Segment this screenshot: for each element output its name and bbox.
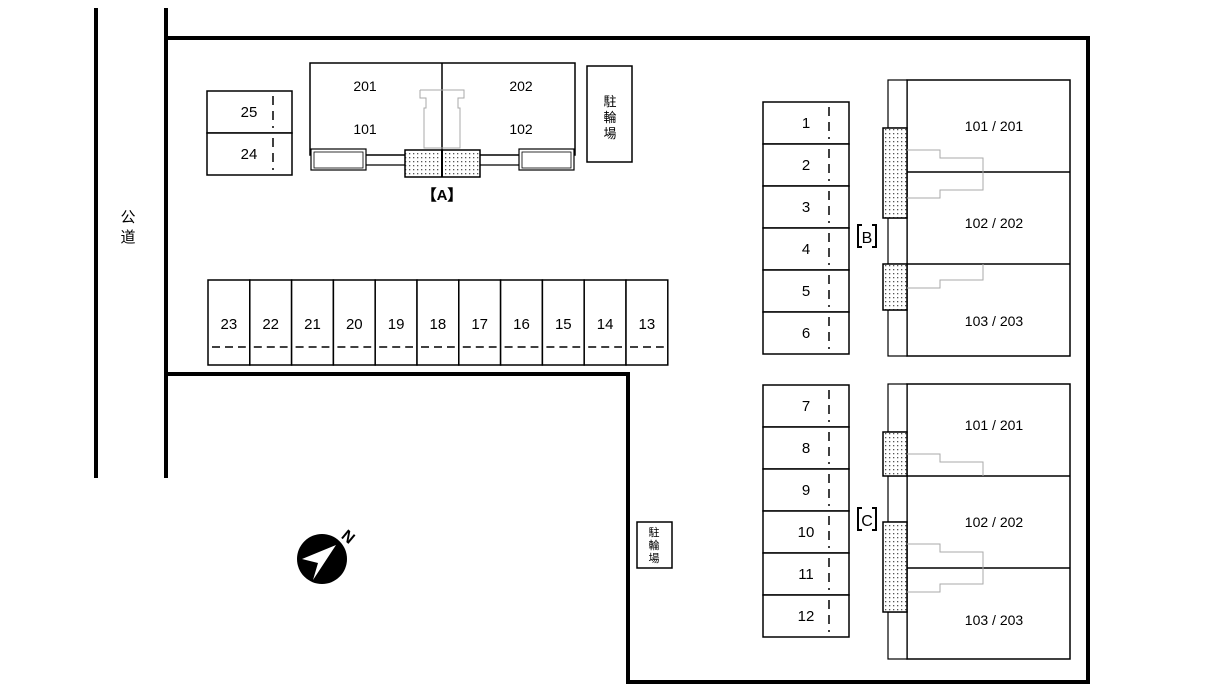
bicycle-parking-bottom: 駐輪場 bbox=[636, 521, 673, 569]
parking-space: 20 bbox=[332, 279, 376, 366]
parking-space: 18 bbox=[416, 279, 460, 366]
parking-space-number: 17 bbox=[471, 316, 488, 333]
parking-space: 14 bbox=[583, 279, 627, 366]
unit-label: 101 / 201 bbox=[965, 118, 1024, 134]
balcony bbox=[310, 148, 367, 171]
building-b-label: B bbox=[862, 230, 873, 247]
parking-bottom-row: 23 22 21 20 19 18 17 16 15 14 13 bbox=[207, 279, 669, 366]
parking-space: 5 bbox=[762, 269, 850, 313]
parking-space: 6 bbox=[762, 311, 850, 355]
north-arrow-icon: N bbox=[297, 527, 358, 584]
parking-space-number: 14 bbox=[597, 316, 614, 333]
svg-text:駐輪場: 駐輪場 bbox=[649, 525, 660, 565]
parking-space-number: 13 bbox=[639, 316, 656, 333]
parking-space: 1 bbox=[762, 101, 850, 145]
entrance bbox=[882, 263, 908, 311]
unit-label: 103 / 203 bbox=[965, 313, 1024, 329]
parking-space: 4 bbox=[762, 227, 850, 271]
parking-space-number: 15 bbox=[555, 316, 572, 333]
building-a-label: 【A】 bbox=[422, 186, 463, 204]
parking-space: 9 bbox=[762, 468, 850, 512]
parking-space-number: 22 bbox=[262, 316, 279, 333]
parking-space-number: 19 bbox=[388, 316, 405, 333]
lot-boundary bbox=[166, 36, 1090, 684]
parking-space: 10 bbox=[762, 510, 850, 554]
building-c: 101 / 201 102 / 202 103 / 203 C bbox=[857, 383, 1071, 660]
parking-space-number: 1 bbox=[802, 115, 810, 132]
entrance bbox=[882, 127, 908, 219]
parking-space: 15 bbox=[541, 279, 585, 366]
parking-space-number: 12 bbox=[798, 608, 815, 625]
parking-space-number: 7 bbox=[802, 398, 810, 415]
parking-space: 13 bbox=[625, 279, 669, 366]
parking-space: 22 bbox=[249, 279, 293, 366]
parking-space-number: 2 bbox=[802, 157, 810, 174]
parking-space-number: 24 bbox=[241, 146, 258, 163]
parking-space: 3 bbox=[762, 185, 850, 229]
parking-space: 8 bbox=[762, 426, 850, 470]
parking-space: 24 bbox=[206, 132, 293, 176]
parking-space: 21 bbox=[290, 279, 335, 366]
unit-label: 103 / 203 bbox=[965, 612, 1024, 628]
parking-space: 16 bbox=[499, 279, 544, 366]
parking-space-number: 23 bbox=[221, 316, 238, 333]
building-b: 101 / 201 102 / 202 103 / 203 B bbox=[857, 79, 1071, 357]
unit-label: 101 / 201 bbox=[965, 417, 1024, 433]
parking-space-number: 21 bbox=[304, 316, 321, 333]
bicycle-parking-top: 駐輪場 bbox=[586, 65, 633, 163]
parking-space: 7 bbox=[762, 384, 850, 428]
parking-column-b: 1 2 3 4 5 6 bbox=[762, 101, 850, 355]
public-road-label: 公道 bbox=[120, 208, 135, 246]
parking-space: 17 bbox=[458, 279, 502, 366]
parking-space-number: 11 bbox=[798, 566, 814, 583]
parking-space-number: 10 bbox=[798, 524, 815, 541]
parking-space-number: 4 bbox=[802, 241, 810, 258]
parking-space-number: 16 bbox=[513, 316, 530, 333]
entrance bbox=[882, 521, 908, 613]
building-c-label: C bbox=[861, 513, 873, 530]
parking-space: 12 bbox=[762, 594, 850, 638]
svg-text:駐輪場: 駐輪場 bbox=[603, 95, 616, 142]
unit-label: 102 bbox=[509, 121, 533, 137]
parking-space-number: 18 bbox=[430, 316, 447, 333]
unit-label: 101 bbox=[353, 121, 377, 137]
parking-space-number: 6 bbox=[802, 325, 810, 342]
parking-space-number: 5 bbox=[802, 283, 810, 300]
parking-space: 2 bbox=[762, 143, 850, 187]
unit-label: 102 / 202 bbox=[965, 215, 1024, 231]
unit-label: 201 bbox=[353, 78, 377, 94]
parking-space-number: 8 bbox=[802, 440, 810, 457]
parking-space-number: 9 bbox=[802, 482, 810, 499]
parking-column-c: 7 8 9 10 11 12 bbox=[762, 384, 850, 638]
parking-left-pair: 25 24 bbox=[206, 90, 293, 176]
balcony bbox=[518, 148, 575, 171]
unit-label: 202 bbox=[509, 78, 533, 94]
parking-space: 23 bbox=[207, 279, 251, 366]
parking-space-number: 25 bbox=[241, 104, 258, 121]
parking-space-number: 3 bbox=[802, 199, 810, 216]
parking-space: 25 bbox=[206, 90, 293, 134]
entrance bbox=[882, 431, 908, 477]
parking-space: 11 bbox=[762, 552, 850, 596]
unit-label: 102 / 202 bbox=[965, 514, 1024, 530]
parking-space-number: 20 bbox=[346, 316, 363, 333]
parking-space: 19 bbox=[374, 279, 418, 366]
building-a: 201 101 202 102 【A】 bbox=[309, 62, 576, 204]
